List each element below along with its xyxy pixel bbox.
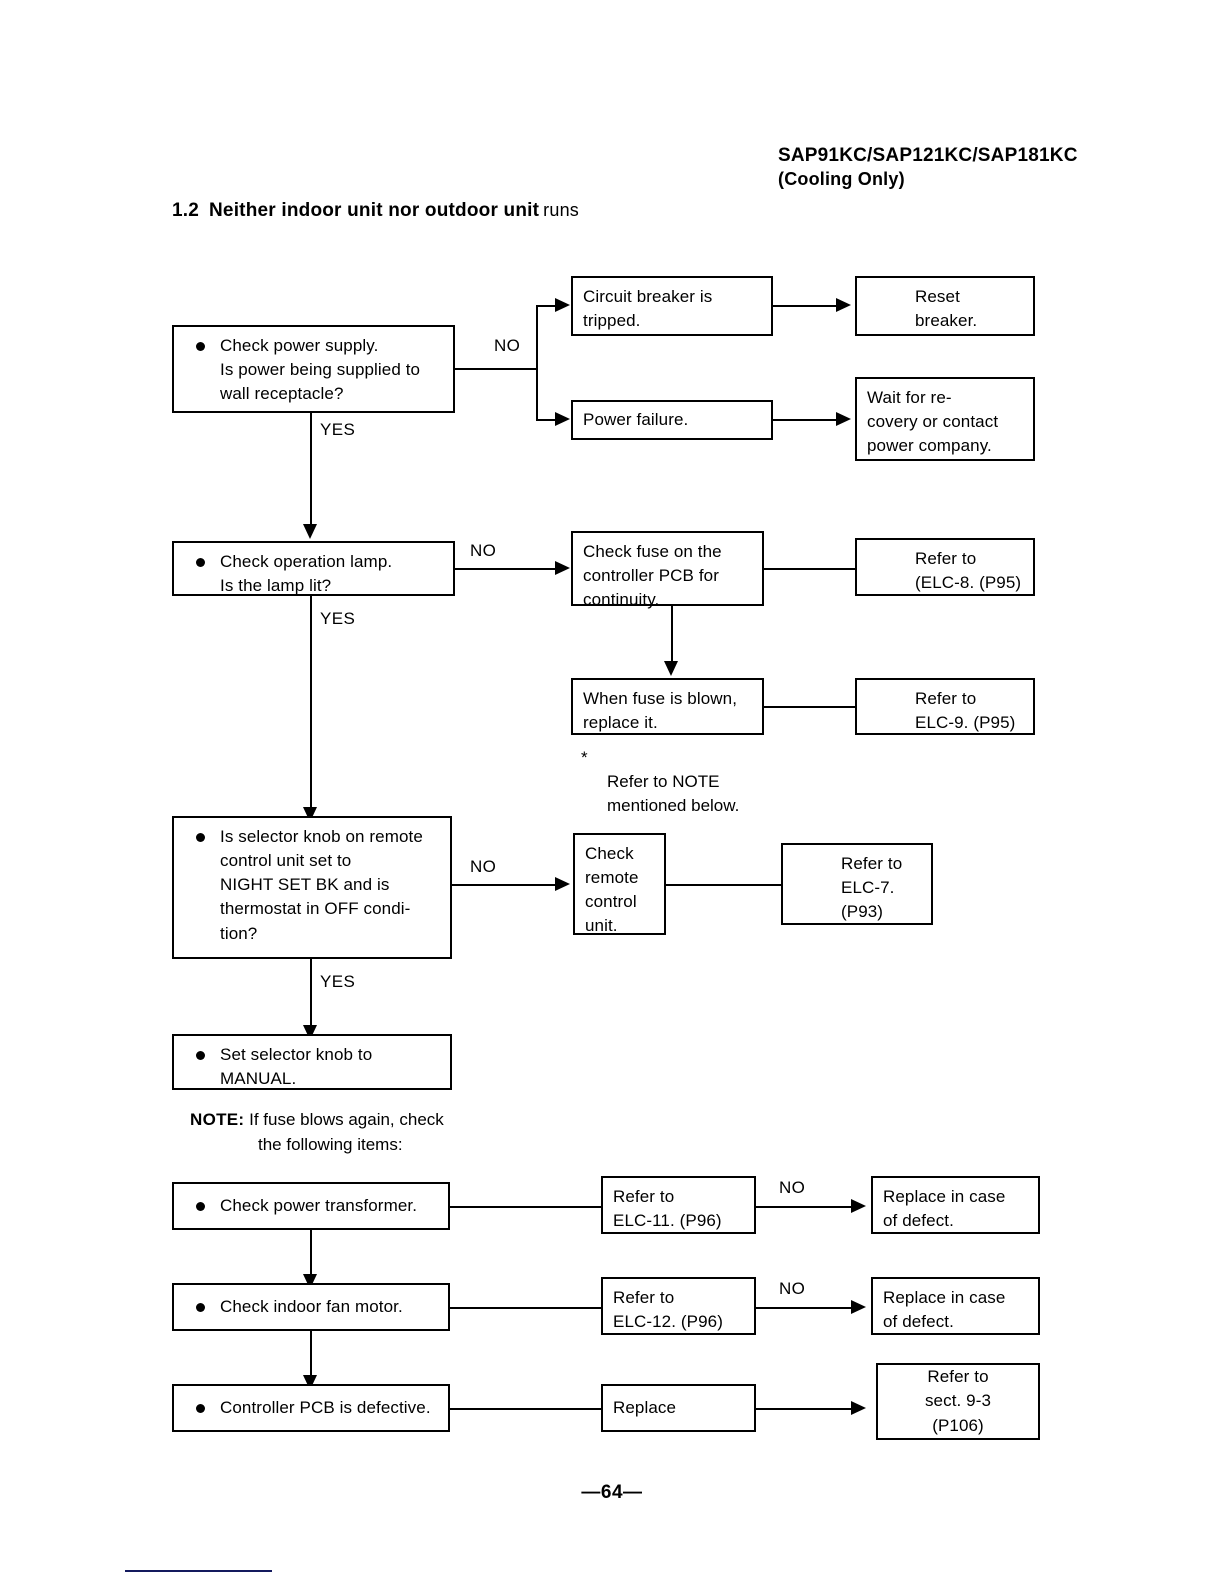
document-header: SAP91KC/SAP121KC/SAP181KC (Cooling Only) [778, 144, 1078, 191]
connector-row3-to-replace [450, 1408, 602, 1410]
connector-step2-no [455, 568, 557, 570]
flow-box-reset-breaker: Reset breaker. [855, 276, 1035, 336]
flow-box-check-power-supply: Check power supply. Is power being suppl… [172, 325, 455, 413]
flow-box-set-selector-manual: Set selector knob to MANUAL. [172, 1034, 452, 1090]
edge-label-step2-yes: YES [320, 609, 356, 628]
connector-row2-to-ref [450, 1307, 602, 1309]
flow-box-refer-elc-8: Refer to (ELC-8. (P95) [855, 538, 1035, 596]
edge-label-step3-yes: YES [320, 972, 356, 991]
edge-label-step2-no: NO [470, 541, 497, 560]
flow-box-power-failure: Power failure. [571, 400, 773, 440]
flow-box-controller-pcb-defective: Controller PCB is defective. [172, 1384, 450, 1432]
connector-remote-to-ref [666, 884, 782, 886]
asterisk-icon: * [581, 748, 588, 767]
flow-box-check-operation-lamp: Check operation lamp. Is the lamp lit? [172, 541, 455, 596]
arrow-row1-no [851, 1199, 866, 1213]
star-note-refer-to-note: * Refer to NOTE mentioned below. [581, 745, 740, 819]
arrow-step1-branch-b [555, 412, 570, 426]
arrow-failure-to-wait [836, 412, 851, 426]
flow-box-check-power-transformer: Check power transformer. [172, 1182, 450, 1230]
connector-step1-yes [310, 413, 312, 525]
page-number: —64— [581, 1482, 643, 1503]
flow-box-replace-defect-1: Replace in case of defect. [871, 1176, 1040, 1234]
edge-label-step1-yes: YES [320, 420, 356, 439]
connector-step1-no-vertical [536, 305, 538, 420]
connector-step1-branch-b [536, 419, 558, 421]
star-note-text: Refer to NOTE mentioned below. [607, 771, 740, 816]
flow-box-wait-for-recovery: Wait for re- covery or contact power com… [855, 377, 1035, 461]
connector-step2-yes [310, 596, 312, 808]
connector-blown-to-ref [764, 706, 856, 708]
flow-box-refer-elc-9: Refer to ELC-9. (P95) [855, 678, 1035, 735]
note-line-2: the following items: [258, 1134, 403, 1154]
connector-fuse-to-ref [764, 568, 856, 570]
flow-box-refer-elc-11: Refer to ELC-11. (P96) [601, 1176, 756, 1234]
connector-row1-no [756, 1206, 854, 1208]
flow-box-refer-sect-9-3: Refer to sect. 9-3 (P106) [876, 1363, 1040, 1440]
flow-box-circuit-breaker-tripped: Circuit breaker is tripped. [571, 276, 773, 336]
connector-row3-to-sect [756, 1408, 854, 1410]
connector-step1-no-horizontal [455, 368, 537, 370]
connector-fuse-to-blown [671, 606, 673, 662]
arrow-step2-no [555, 561, 570, 575]
section-title-text: Neither indoor unit nor outdoor unit [209, 200, 540, 221]
flow-box-refer-elc-7: Refer to ELC-7. (P93) [781, 843, 933, 925]
flow-box-check-indoor-fan-motor: Check indoor fan motor. [172, 1283, 450, 1331]
arrow-row3-to-sect [851, 1401, 866, 1415]
arrow-step1-yes [303, 524, 317, 539]
arrow-fuse-to-blown [664, 661, 678, 676]
connector-row1-to-ref [450, 1206, 602, 1208]
flow-box-check-remote-control: Check remote control unit. [573, 833, 666, 935]
model-variant: (Cooling Only) [778, 169, 905, 190]
connector-row1-to-row2 [310, 1230, 312, 1275]
note-block: NOTE: If fuse blows again, check the fol… [190, 1108, 444, 1157]
flow-box-fuse-blown: When fuse is blown, replace it. [571, 678, 764, 735]
edge-label-step3-no: NO [470, 857, 497, 876]
connector-step1-branch-a [536, 305, 558, 307]
note-line-1: If fuse blows again, check [249, 1110, 444, 1129]
connector-failure-to-wait [773, 419, 839, 421]
connector-step3-yes [310, 959, 312, 1026]
section-number: 1.2 [172, 200, 200, 221]
arrow-breaker-to-reset [836, 298, 851, 312]
connector-step3-no [452, 884, 557, 886]
flow-box-selector-knob-question: Is selector knob on remote control unit … [172, 816, 452, 959]
arrow-step1-branch-a [555, 298, 570, 312]
flow-box-check-fuse: Check fuse on the controller PCB for con… [571, 531, 764, 609]
edge-label-row2-no: NO [779, 1279, 806, 1298]
edge-label-step1-no: NO [494, 336, 521, 355]
flow-box-refer-elc-12: Refer to ELC-12. (P96) [601, 1277, 756, 1335]
flow-box-replace: Replace [601, 1384, 756, 1432]
connector-row2-no [756, 1307, 854, 1309]
note-label: NOTE: [190, 1110, 245, 1129]
model-numbers: SAP91KC/SAP121KC/SAP181KC [778, 145, 1078, 166]
connector-row2-to-row3 [310, 1331, 312, 1376]
section-title-tail: runs [543, 200, 579, 220]
edge-label-row1-no: NO [779, 1178, 806, 1197]
arrow-row2-no [851, 1300, 866, 1314]
connector-breaker-to-reset [773, 305, 839, 307]
arrow-step3-no [555, 877, 570, 891]
scan-artifact-rule [125, 1570, 272, 1572]
flow-box-replace-defect-2: Replace in case of defect. [871, 1277, 1040, 1335]
